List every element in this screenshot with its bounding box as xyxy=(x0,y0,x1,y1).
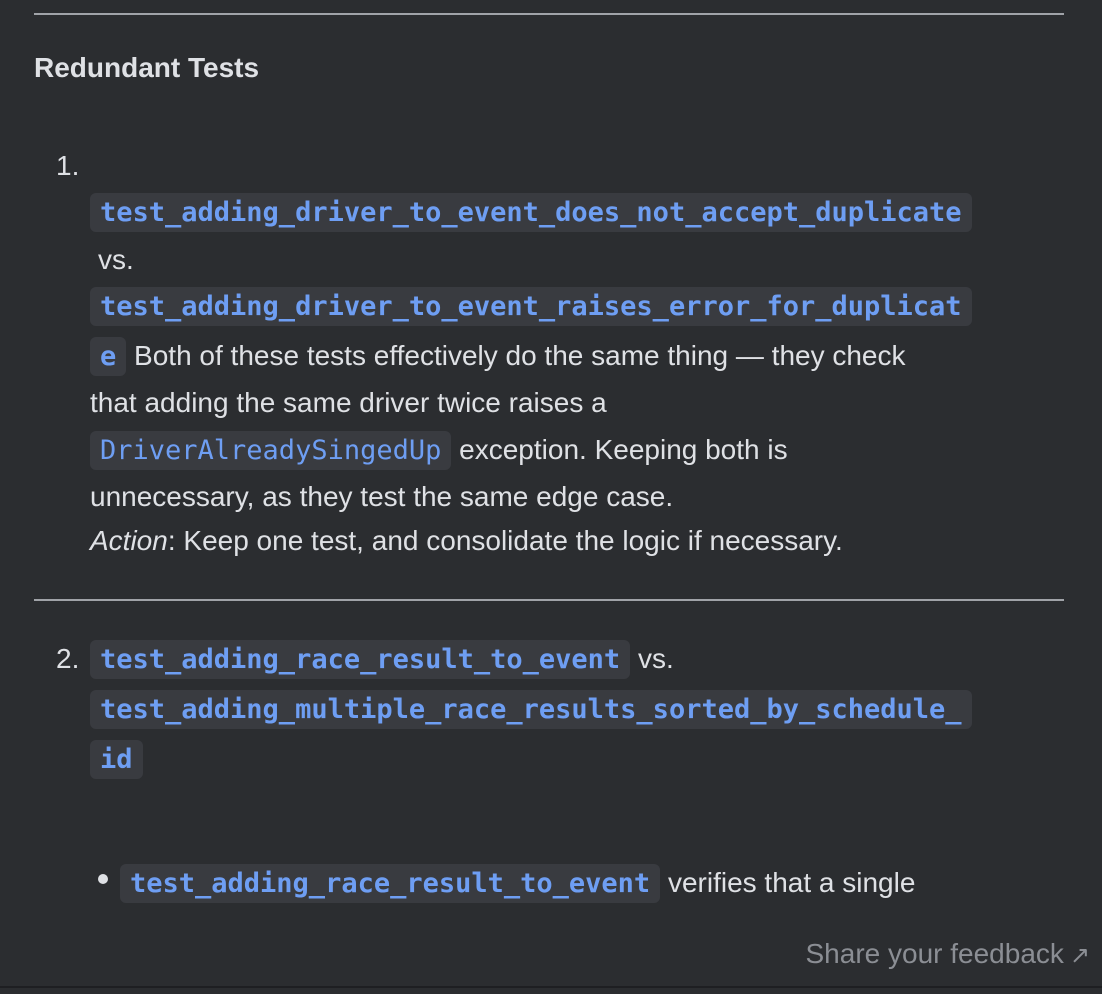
bullet-text: verifies that a single xyxy=(660,867,916,898)
action-label: Action xyxy=(90,525,168,556)
vs-text: vs. xyxy=(630,643,674,674)
item-2-line-3: id xyxy=(90,740,143,779)
middle-divider xyxy=(34,599,1064,601)
footer-bar: Share your feedback↗ xyxy=(0,930,1102,986)
code-test-name: test_adding_race_result_to_event xyxy=(90,640,631,679)
item-1-line-5: that adding the same driver twice raises… xyxy=(90,387,607,418)
code-exception-name: DriverAlreadySingedUp xyxy=(90,431,452,470)
code-test-name: test_adding_driver_to_event_does_not_acc… xyxy=(90,193,972,232)
share-feedback-label: Share your feedback xyxy=(805,938,1064,969)
item-1-vs: vs. xyxy=(98,244,134,275)
top-divider xyxy=(34,13,1064,15)
description-text: exception. Keeping both is xyxy=(451,434,788,465)
section-heading: Redundant Tests xyxy=(34,52,260,83)
action-text: : Keep one test, and consolidate the log… xyxy=(167,525,843,556)
item-1-line-1: test_adding_driver_to_event_does_not_acc… xyxy=(90,193,972,232)
item-2-line-1: test_adding_race_result_to_event vs. xyxy=(90,640,674,679)
bottom-border xyxy=(0,986,1102,988)
code-test-name-continued: e xyxy=(90,337,127,376)
code-test-name: test_adding_race_result_to_event xyxy=(120,864,661,903)
arrow-up-right-icon: ↗ xyxy=(1069,942,1090,969)
code-test-name: test_adding_driver_to_event_raises_error… xyxy=(90,287,972,326)
bullet-point xyxy=(98,874,108,884)
share-feedback-link[interactable]: Share your feedback↗ xyxy=(806,938,1091,970)
item-2-line-2: test_adding_multiple_race_results_sorted… xyxy=(90,690,972,729)
list-number-2: 2. xyxy=(56,643,80,674)
item-1-line-4: e Both of these tests effectively do the… xyxy=(90,337,906,376)
code-test-name-continued: id xyxy=(90,740,143,779)
code-test-name: test_adding_multiple_race_results_sorted… xyxy=(90,690,972,729)
item-1-line-7: unnecessary, as they test the same edge … xyxy=(90,481,674,512)
description-text: Both of these tests effectively do the s… xyxy=(126,340,906,371)
item-1-action: Action: Keep one test, and consolidate t… xyxy=(90,524,843,558)
list-number-1: 1. xyxy=(56,150,80,181)
item-1-line-6: DriverAlreadySingedUp exception. Keeping… xyxy=(90,431,788,470)
item-1-line-3: test_adding_driver_to_event_raises_error… xyxy=(90,287,972,326)
bullet-item-line: test_adding_race_result_to_event verifie… xyxy=(120,864,916,903)
